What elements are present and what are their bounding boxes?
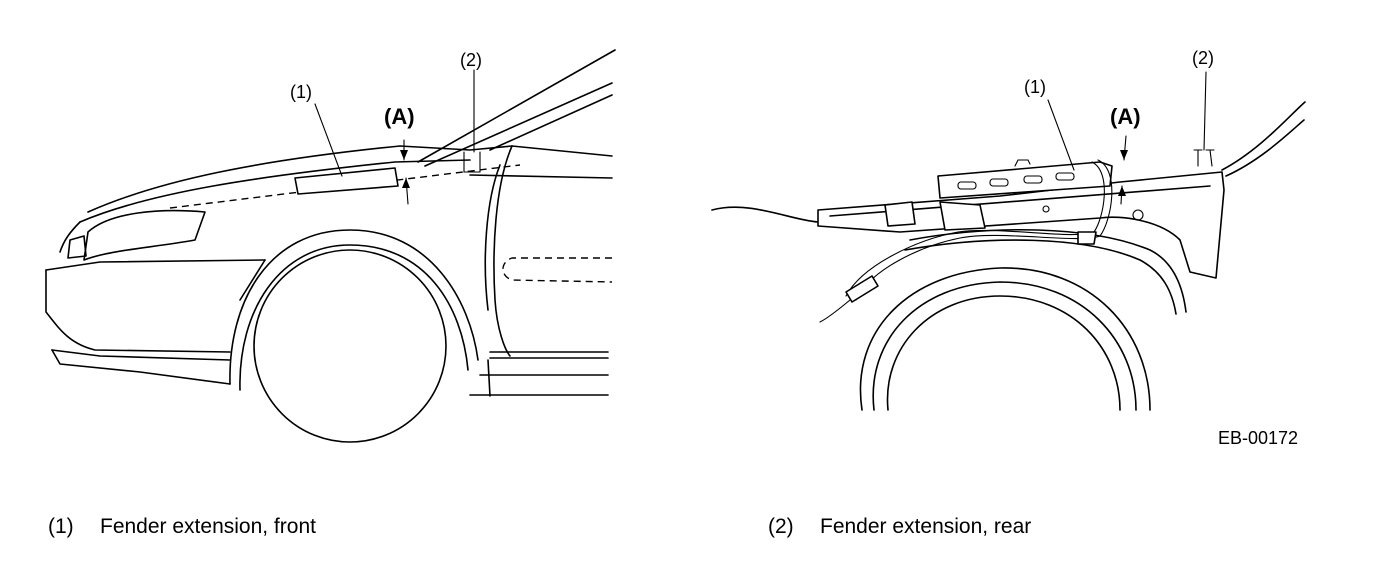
callout-front-a: (A) bbox=[384, 104, 415, 129]
legend-number: (2) bbox=[768, 515, 794, 538]
callout-rear-a: (A) bbox=[1110, 104, 1141, 129]
callout-rear-2: (2) bbox=[1192, 48, 1214, 68]
figure-code: EB-00172 bbox=[1218, 428, 1298, 448]
leader-line-rear-1 bbox=[1047, 99, 1075, 171]
legend-item-front-extension: (1) Fender extension, front bbox=[48, 515, 316, 539]
callout-front-1: (1) bbox=[290, 82, 312, 102]
legend-text: Fender extension, front bbox=[100, 515, 316, 538]
dimension-a-front bbox=[400, 139, 410, 205]
legend-text: Fender extension, rear bbox=[820, 515, 1032, 538]
car-side-view bbox=[45, 49, 616, 443]
fender-wheel-well-view bbox=[711, 101, 1306, 411]
legend-number: (1) bbox=[48, 515, 74, 538]
leader-line-rear-2 bbox=[1203, 71, 1207, 151]
dimension-a-rear bbox=[1118, 135, 1128, 205]
callout-front-2: (2) bbox=[460, 50, 482, 70]
legend-item-rear-extension: (2) Fender extension, rear bbox=[768, 515, 1031, 539]
leader-line-front-1 bbox=[314, 103, 343, 177]
callout-rear-1: (1) bbox=[1024, 77, 1046, 97]
